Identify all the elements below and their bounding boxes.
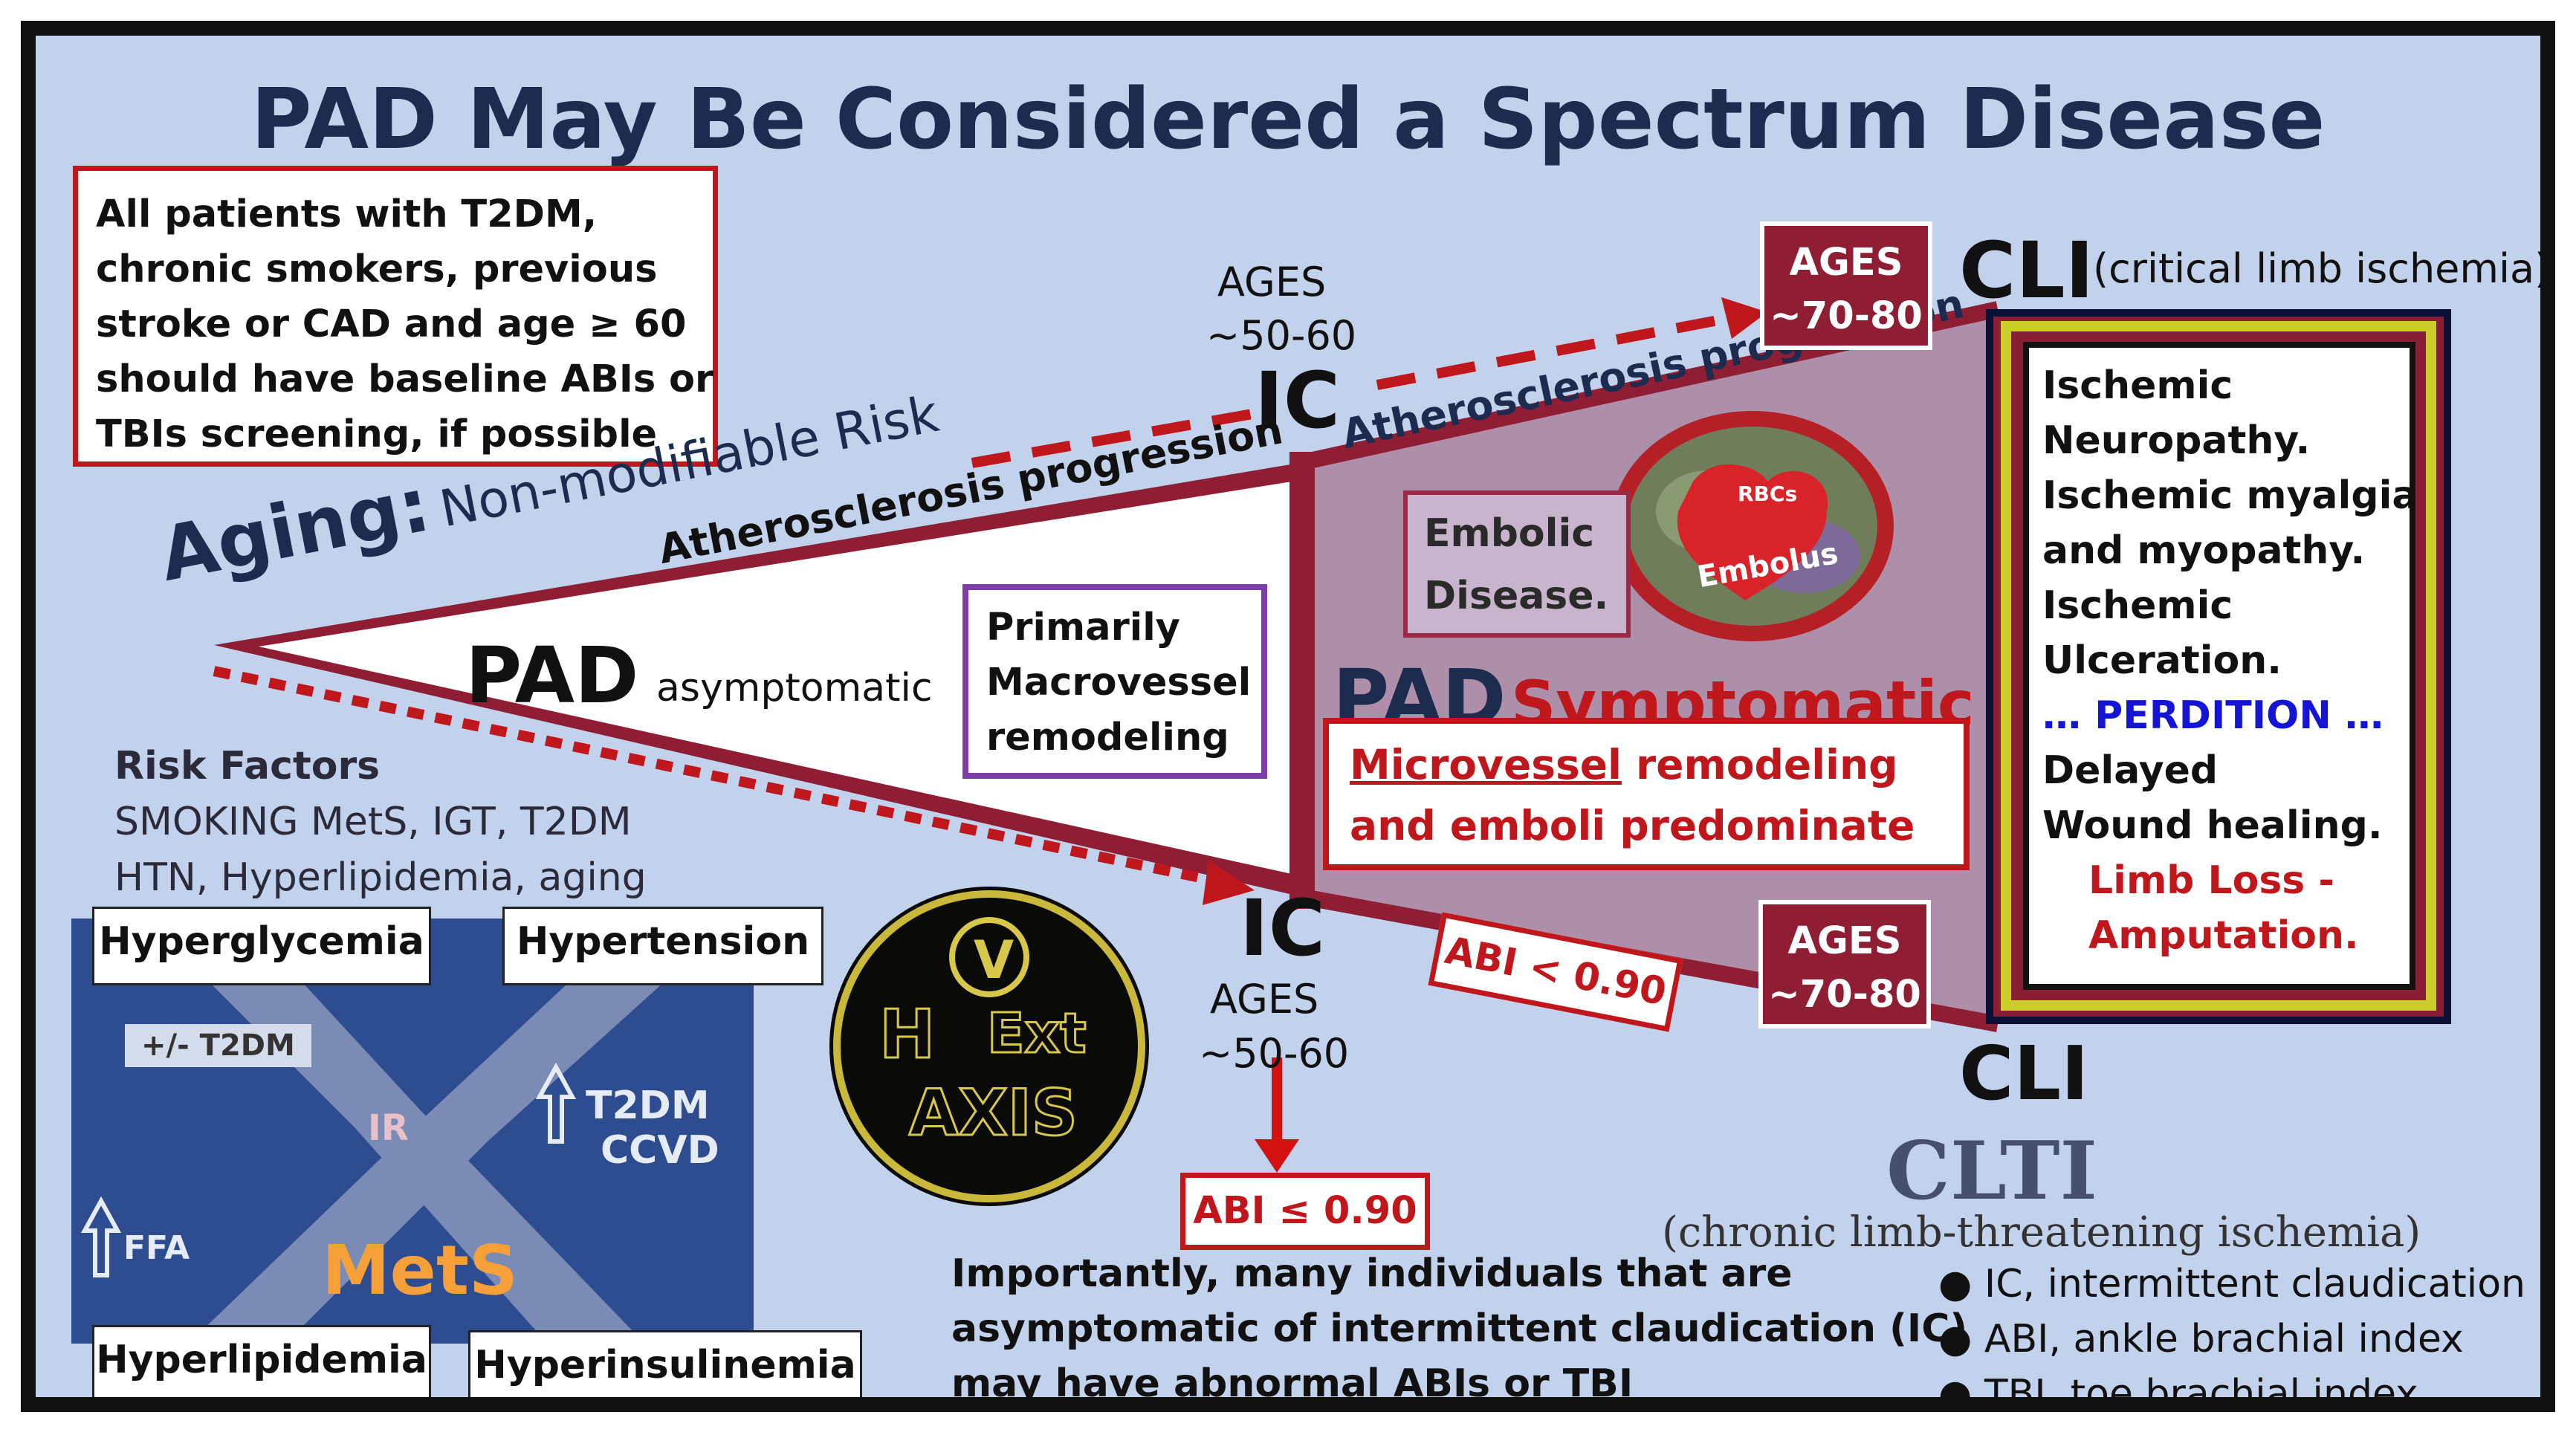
microvessel-line-1: Microvessel remodeling bbox=[1350, 734, 1943, 795]
cli-line: Ischemic bbox=[2042, 583, 2233, 628]
screening-line: stroke or CAD and age ≥ 60 bbox=[96, 302, 687, 346]
screening-line: chronic smokers, previous bbox=[96, 247, 658, 291]
bottom-note-line-3: may have abnormal ABIs or TBI bbox=[951, 1361, 1634, 1406]
screening-recommendation-box: All patients with T2DM, chronic smokers,… bbox=[73, 166, 718, 467]
cli-line: Ischemic myalgia bbox=[2042, 473, 2418, 518]
hyperlipidemia-box: Hyperlipidemia bbox=[92, 1325, 431, 1397]
pad-asymptomatic-pad: PAD bbox=[465, 630, 639, 721]
cli-amputation-line: Amputation. bbox=[2088, 913, 2359, 958]
axis-label: AXIS bbox=[908, 1075, 1079, 1152]
axis-v-label: V bbox=[974, 930, 1014, 991]
cli-top-abbr: CLI bbox=[1959, 225, 2094, 316]
cli-line: Neuropathy. bbox=[2042, 418, 2311, 463]
screening-line: TBIs screening, if possible bbox=[96, 412, 658, 456]
clti-abbr: CLTI bbox=[1886, 1124, 2097, 1218]
cli-line: Delayed bbox=[2042, 748, 2219, 793]
microvessel-line-2: and emboli predominate bbox=[1350, 802, 1915, 849]
cli-bottom-abbr: CLI bbox=[1959, 1030, 2089, 1117]
hyperglycemia-box: Hyperglycemia bbox=[92, 907, 431, 985]
ic-top-label: IC bbox=[1255, 355, 1341, 446]
microvessel-box: Microvessel remodeling and emboli predom… bbox=[1323, 718, 1970, 870]
embolic-line: Disease. bbox=[1424, 574, 1609, 618]
ages-range: ~70-80 bbox=[1770, 294, 1923, 338]
t2dm-ccvd-line-2: CCVD bbox=[601, 1128, 719, 1173]
hyperinsulinemia-box: Hyperinsulinemia bbox=[468, 1330, 862, 1397]
macrovessel-line: Macrovessel bbox=[986, 661, 1252, 704]
ages-label: AGES bbox=[1787, 919, 1902, 963]
t2dm-ccvd-line-1: T2DM bbox=[586, 1083, 710, 1128]
risk-factors-line-2: HTN, Hyperlipidemia, aging bbox=[114, 855, 647, 900]
dashed-arrow-top-head bbox=[1721, 297, 1767, 339]
risk-factors-line-1: SMOKING MetS, IGT, T2DM bbox=[114, 800, 632, 844]
ages-box-bottom-right: AGES ~70-80 bbox=[1758, 900, 1931, 1029]
risk-factors-heading: Risk Factors bbox=[114, 744, 381, 788]
axis-ext-label: Ext bbox=[986, 1001, 1088, 1067]
pad-asymptomatic-label: asymptomatic bbox=[656, 666, 933, 710]
embolic-line: Embolic bbox=[1424, 511, 1595, 556]
abi-less-equal-box: ABI ≤ 0.90 bbox=[1180, 1173, 1430, 1250]
cli-perdition-line: … PERDITION … bbox=[2042, 693, 2384, 738]
ic-bottom-ages-label: AGES bbox=[1210, 976, 1319, 1023]
clti-full: (chronic limb-threatening ischemia) bbox=[1662, 1208, 2421, 1257]
cli-line: Wound healing. bbox=[2042, 803, 2383, 848]
ic-to-abi-arrowhead bbox=[1255, 1139, 1299, 1173]
microvessel-underlined-word: Microvessel bbox=[1350, 741, 1622, 788]
legend-item: ● TBI, toe brachial index bbox=[1938, 1372, 2418, 1412]
cli-line: Ulceration. bbox=[2042, 638, 2282, 683]
bottom-note-line-1: Importantly, many individuals that are bbox=[951, 1251, 1793, 1296]
cli-symptoms-panel: Ischemic Neuropathy. Ischemic myalgia an… bbox=[2023, 342, 2418, 990]
ic-bottom-ages-range: ~50-60 bbox=[1199, 1030, 1350, 1077]
legend-text: IC, intermittent claudication bbox=[1984, 1262, 2525, 1306]
cli-limb-loss-line: Limb Loss - bbox=[2088, 858, 2334, 903]
screening-line: All patients with T2DM, bbox=[96, 192, 598, 236]
cli-line: Ischemic bbox=[2042, 363, 2233, 408]
ages-range: ~70-80 bbox=[1768, 973, 1921, 1017]
ir-label: IR bbox=[368, 1107, 409, 1149]
embolus-image bbox=[1611, 411, 1894, 641]
macrovessel-line: Primarily bbox=[986, 606, 1180, 650]
ages-label: AGES bbox=[1789, 241, 1903, 285]
legend-item: ● IC, intermittent claudication bbox=[1938, 1262, 2525, 1306]
microvessel-line-1-rest: remodeling bbox=[1621, 741, 1898, 788]
ic-top-ages-range: ~50-60 bbox=[1206, 312, 1357, 359]
dotted-arrow-bottom bbox=[213, 666, 1226, 888]
diagram-frame: PAD May Be Considered a Spectrum Disease… bbox=[21, 21, 2555, 1412]
axis-h-label: H bbox=[878, 995, 936, 1075]
ic-bottom-label: IC bbox=[1240, 883, 1326, 974]
bottom-note-line-2: asymptomatic of intermittent claudicatio… bbox=[951, 1306, 1968, 1351]
dashed-arrow-top bbox=[971, 406, 1271, 468]
page-title: PAD May Be Considered a Spectrum Disease bbox=[250, 71, 2326, 168]
ic-top-ages-label: AGES bbox=[1217, 259, 1327, 305]
dotted-arrow-bottom-head bbox=[1203, 861, 1255, 905]
mets-label: MetS bbox=[322, 1231, 519, 1310]
macrovessel-line: remodeling bbox=[986, 716, 1229, 759]
screening-line: should have baseline ABIs or bbox=[96, 357, 714, 401]
cli-line: and myopathy. bbox=[2042, 528, 2366, 573]
legend-item: ● ABI, ankle brachial index bbox=[1938, 1317, 2464, 1361]
legend-text: ABI, ankle brachial index bbox=[1984, 1317, 2464, 1361]
ffa-label: FFA bbox=[123, 1229, 190, 1267]
ages-box-top-right: AGES ~70-80 bbox=[1760, 221, 1932, 350]
embolus-rbcs-label: RBCs bbox=[1738, 482, 1798, 506]
cli-top-full: (critical limb ischemia) bbox=[2093, 245, 2551, 292]
legend-text: TBI, toe brachial index bbox=[1984, 1372, 2418, 1412]
embolic-disease-box: Embolic Disease. bbox=[1403, 490, 1631, 638]
t2dm-tag: +/- T2DM bbox=[125, 1024, 311, 1067]
macrovessel-box: Primarily Macrovessel remodeling bbox=[962, 584, 1267, 779]
dashed-arrow-top-right bbox=[1376, 311, 1739, 390]
hypertension-box: Hypertension bbox=[502, 907, 823, 985]
axis-medallion-graphic bbox=[829, 887, 1149, 1206]
